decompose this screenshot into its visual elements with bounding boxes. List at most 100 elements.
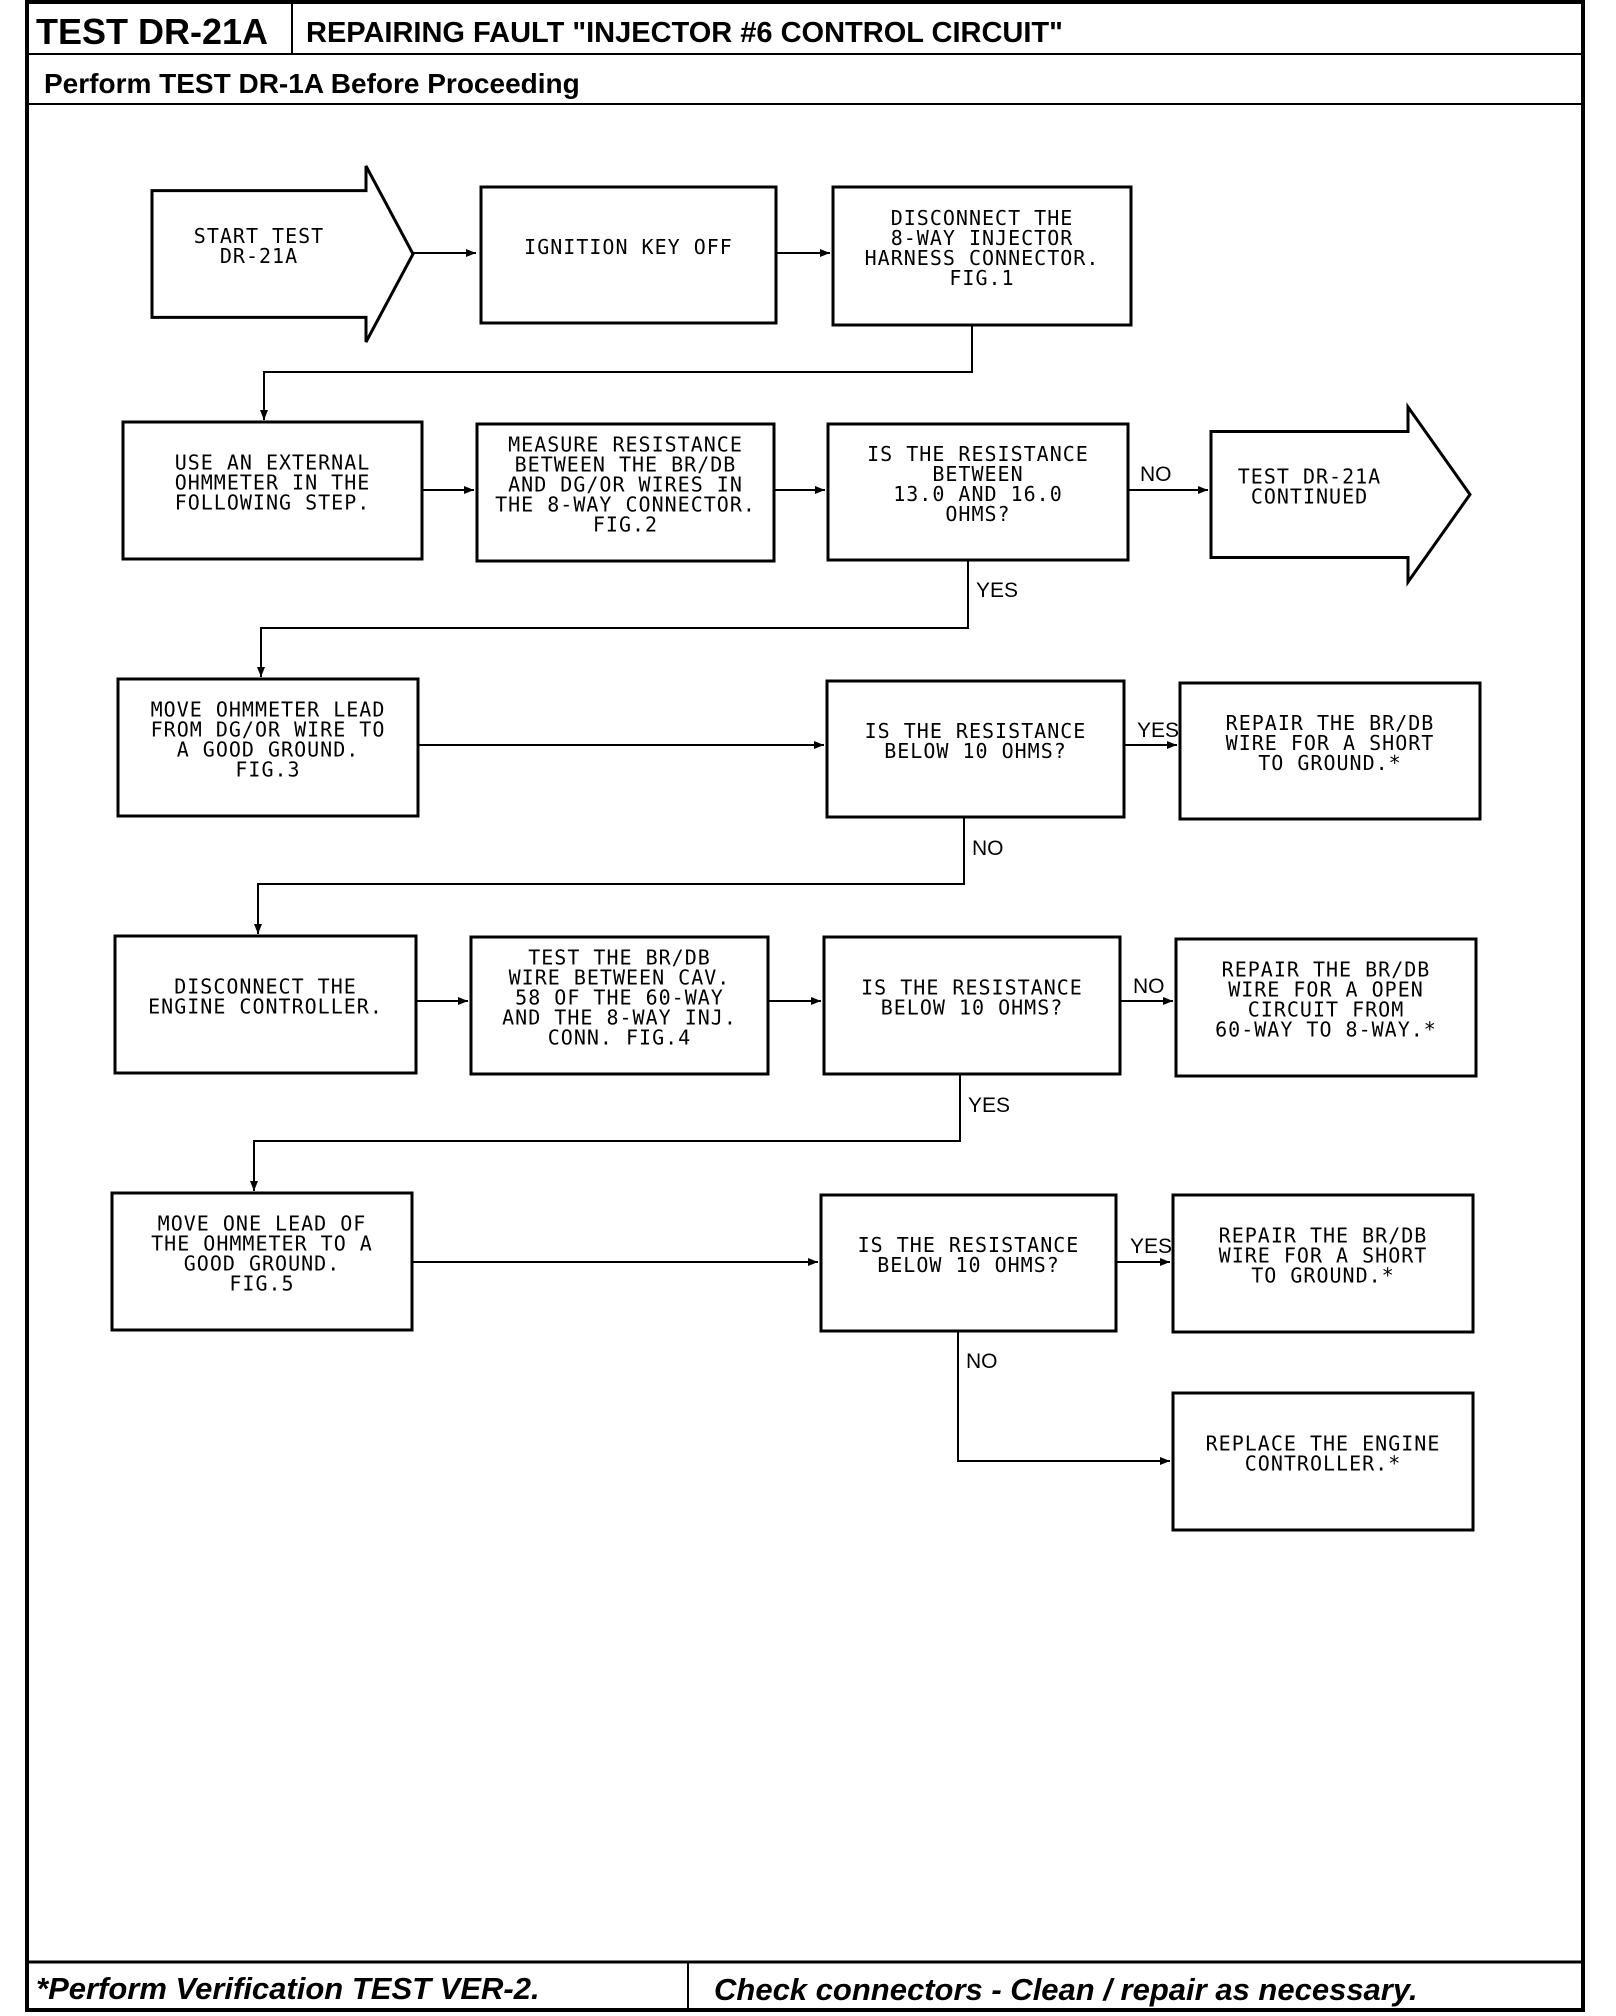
box-shape	[121, 420, 424, 561]
box-shape	[825, 679, 1126, 819]
label-q4-yes: YES	[1130, 1235, 1172, 1258]
node-text-line: FIG.5	[229, 1272, 294, 1296]
node-text-line: BELOW 10 OHMS?	[881, 996, 1064, 1020]
box-shape	[116, 677, 420, 818]
arrow-q1-yes	[257, 560, 969, 677]
label-q3-yes: YES	[968, 1094, 1010, 1117]
node-text-line: OHMS?	[945, 502, 1010, 526]
node-text-line: TEST DR-21A	[1238, 465, 1381, 489]
node-text-line: WIRE FOR A SHORT	[1219, 1244, 1428, 1268]
label-q3-no: NO	[1133, 975, 1165, 998]
arrow-shape	[150, 165, 415, 343]
node-text-line: CONN. FIG.4	[548, 1026, 691, 1050]
node-text-line: BELOW 10 OHMS?	[884, 739, 1067, 763]
arrow-shape	[1209, 402, 1472, 587]
node-text-line: AND THE 8-WAY INJ.	[502, 1006, 737, 1030]
page-frame	[25, 0, 1585, 2012]
node-text-line: FIG.2	[593, 513, 658, 537]
node-text-line: IS THE RESISTANCE	[865, 719, 1087, 743]
node-text-line: ENGINE CONTROLLER.	[148, 995, 383, 1019]
node-text-line: REPLACE THE ENGINE	[1206, 1432, 1441, 1456]
box-shape	[469, 935, 770, 1076]
node-text-line: TEST THE BR/DB	[528, 946, 711, 970]
box-shape	[1171, 1391, 1475, 1532]
node-text-line: CIRCUIT FROM	[1248, 998, 1405, 1022]
node-text-line: OHMMETER IN THE	[175, 471, 371, 495]
node-text-line: IS THE RESISTANCE	[861, 976, 1083, 1000]
node-text-line: A GOOD GROUND.	[177, 738, 360, 762]
fault-title: REPAIRING FAULT "INJECTOR #6 CONTROL CIR…	[306, 17, 1063, 49]
node-text-line: REPAIR THE BR/DB	[1219, 1224, 1428, 1248]
node-text-line: FIG.1	[949, 266, 1014, 290]
label-q4-no: NO	[966, 1350, 998, 1373]
node-text-line: WIRE BETWEEN CAV.	[509, 966, 731, 990]
node-text-line: BELOW 10 OHMS?	[877, 1253, 1060, 1277]
node-text-line: FIG.3	[235, 758, 300, 782]
footer-verification-note: *Perform Verification TEST VER-2.	[36, 1971, 540, 2006]
node-text-line: TO GROUND.*	[1251, 1264, 1394, 1288]
node-text-line: IS THE RESISTANCE	[858, 1233, 1080, 1257]
arrow-q3-yes	[250, 1074, 961, 1191]
node-text-line: 13.0 AND 16.0	[893, 482, 1063, 506]
node-ignition: IGNITION KEY OFF	[479, 185, 778, 325]
node-text-line: REPAIR THE BR/DB	[1222, 958, 1431, 982]
box-shape	[1178, 681, 1482, 821]
node-text-line: MEASURE RESISTANCE	[508, 433, 743, 457]
node-text-line: AND DG/OR WIRES IN	[508, 473, 743, 497]
prerequisite-note: Perform TEST DR-1A Before Proceeding	[44, 68, 580, 99]
node-text-line: CONTROLLER.*	[1245, 1452, 1402, 1476]
arrow-q2-no	[254, 817, 965, 934]
node-text-line: DISCONNECT THE	[174, 975, 357, 999]
box-shape	[479, 185, 778, 325]
box-shape	[831, 185, 1133, 327]
label-q2-yes: YES	[1137, 719, 1179, 742]
box-shape	[1171, 1193, 1475, 1334]
label-q1-no: NO	[1140, 463, 1172, 486]
connectors	[250, 249, 1208, 1465]
node-text-line: THE 8-WAY CONNECTOR.	[495, 493, 756, 517]
box-shape	[110, 1191, 414, 1332]
node-text-line: WIRE FOR A SHORT	[1226, 731, 1435, 755]
node-text-line: DISCONNECT THE	[891, 206, 1074, 230]
node-text-line: FROM DG/OR WIRE TO	[151, 718, 386, 742]
box-shape	[819, 1193, 1118, 1333]
node-text-line: WIRE FOR A OPEN	[1228, 978, 1424, 1002]
node-text-line: BETWEEN THE BR/DB	[515, 453, 737, 477]
branch-labels: NO YES YES NO NO YES YES NO	[966, 463, 1179, 1373]
node-text-line: MOVE OHMMETER LEAD	[151, 698, 386, 722]
node-text-line: CONTINUED	[1251, 485, 1368, 509]
node-text-line: 58 OF THE 60-WAY	[515, 986, 724, 1010]
node-text-line: DR-21A	[220, 244, 298, 268]
box-shape	[1174, 937, 1478, 1078]
label-q1-yes: YES	[976, 579, 1018, 602]
node-text-line: HARNESS CONNECTOR.	[865, 246, 1100, 270]
node-text-line: START TEST	[194, 224, 324, 248]
node-text-line: 60-WAY TO 8-WAY.*	[1215, 1018, 1437, 1042]
node-text-line: REPAIR THE BR/DB	[1226, 711, 1435, 735]
test-id: TEST DR-21A	[36, 11, 268, 52]
node-text-line: IGNITION KEY OFF	[524, 235, 733, 259]
footer-connectors-note: Check connectors - Clean / repair as nec…	[714, 1972, 1418, 2007]
node-text-line: 8-WAY INJECTOR	[891, 226, 1074, 250]
box-shape	[822, 935, 1122, 1076]
box-shape	[826, 422, 1130, 562]
arrow-disconnect-to-ohmmeter	[260, 326, 973, 420]
label-q2-no: NO	[972, 837, 1004, 860]
